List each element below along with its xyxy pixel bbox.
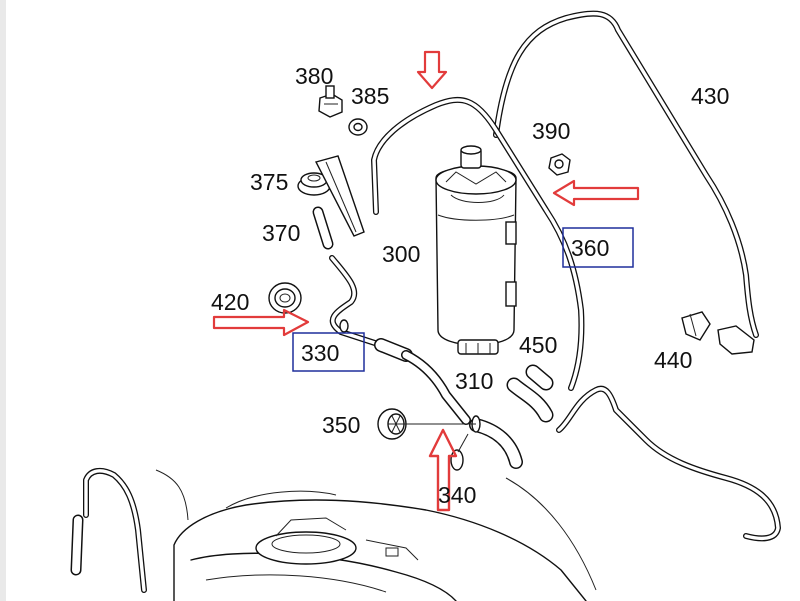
fuel-tank — [155, 469, 597, 601]
grommet-350 — [377, 408, 476, 440]
hose-370 — [312, 206, 334, 250]
callout-380: 380 — [295, 63, 333, 89]
highlight-box-360 — [562, 227, 634, 268]
screw-380 — [318, 85, 343, 118]
callout-360: 360 — [571, 235, 609, 261]
washer-385 — [348, 118, 368, 136]
highlight-box-330 — [292, 332, 365, 372]
callout-340: 340 — [438, 482, 476, 508]
callout-310: 310 — [455, 368, 493, 394]
arrow-up-icon — [428, 428, 458, 512]
callout-350: 350 — [322, 412, 360, 438]
nut-390 — [548, 153, 571, 176]
return-line — [556, 385, 781, 542]
callout-390: 390 — [532, 118, 570, 144]
parts-diagram: 380 385 375 370 300 390 430 360 420 330 … — [70, 10, 781, 601]
callout-450: 450 — [519, 332, 557, 358]
arrow-left-icon — [552, 179, 640, 207]
bracket-plate — [314, 155, 365, 237]
callout-430: 430 — [691, 83, 729, 109]
connector-440 — [681, 311, 755, 355]
vent-line-360 — [371, 96, 585, 391]
callout-385: 385 — [351, 83, 389, 109]
callout-300: 300 — [382, 241, 420, 267]
callout-330: 330 — [301, 340, 339, 366]
arrow-down-icon — [416, 50, 448, 90]
callout-420: 420 — [211, 289, 249, 315]
callout-370: 370 — [262, 220, 300, 246]
vent-line-430 — [493, 10, 759, 338]
hose-450 — [525, 364, 554, 391]
lower-left-line — [70, 467, 147, 593]
canister-300 — [435, 145, 517, 355]
callout-440: 440 — [654, 347, 692, 373]
hose-310 — [506, 377, 554, 423]
callout-375: 375 — [250, 169, 288, 195]
arrow-right-icon — [212, 308, 310, 337]
grommet-420 — [268, 282, 302, 314]
line-330 — [329, 255, 523, 469]
